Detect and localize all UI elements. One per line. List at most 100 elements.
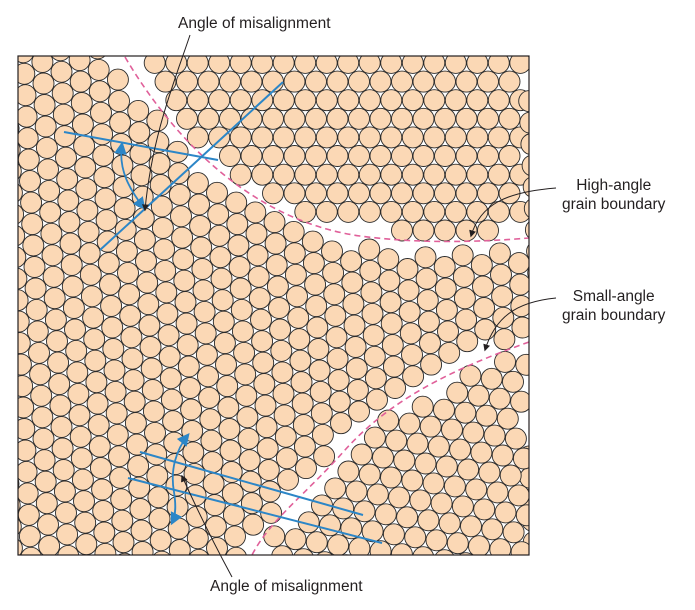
atom bbox=[477, 70, 499, 93]
atom bbox=[235, 384, 258, 407]
atom bbox=[230, 298, 253, 321]
atom bbox=[455, 145, 478, 167]
atom bbox=[488, 242, 511, 265]
atom bbox=[412, 182, 435, 205]
atom bbox=[378, 269, 401, 292]
atom bbox=[475, 404, 498, 427]
atom bbox=[219, 107, 241, 130]
atom bbox=[271, 545, 294, 555]
atom bbox=[491, 285, 514, 308]
bottom-misalignment-label: Angle of misalignment bbox=[210, 578, 363, 595]
atom bbox=[433, 398, 455, 421]
atom bbox=[99, 273, 121, 296]
atom bbox=[361, 302, 384, 325]
atom bbox=[519, 466, 529, 489]
atom bbox=[474, 318, 497, 341]
atom bbox=[294, 56, 317, 74]
atom bbox=[528, 290, 529, 299]
atom bbox=[477, 145, 499, 167]
atom bbox=[398, 300, 421, 323]
atom bbox=[295, 457, 317, 480]
atom bbox=[420, 353, 443, 376]
atom bbox=[510, 541, 529, 555]
small-angle-boundary-line bbox=[251, 341, 529, 555]
atom bbox=[165, 89, 188, 112]
atom bbox=[273, 404, 296, 427]
atom bbox=[398, 412, 421, 435]
atom bbox=[18, 246, 27, 268]
atom bbox=[227, 234, 250, 257]
atom bbox=[120, 326, 143, 349]
atom bbox=[219, 70, 241, 93]
atom bbox=[502, 370, 524, 393]
atom bbox=[393, 449, 416, 472]
atom bbox=[363, 345, 386, 368]
atom bbox=[363, 426, 386, 449]
atom bbox=[149, 174, 172, 196]
atom bbox=[33, 94, 56, 116]
atom bbox=[313, 445, 336, 468]
atom bbox=[240, 70, 263, 93]
atom bbox=[455, 70, 478, 93]
atom bbox=[438, 341, 461, 364]
atom bbox=[118, 283, 141, 306]
atom bbox=[530, 305, 551, 326]
top-misalignment-label: Angle of misalignment bbox=[178, 15, 331, 32]
atom bbox=[247, 265, 270, 288]
atom bbox=[119, 304, 142, 327]
atom bbox=[18, 482, 39, 505]
atom bbox=[451, 244, 474, 267]
atom bbox=[208, 56, 231, 74]
atom bbox=[127, 99, 150, 122]
atom bbox=[289, 349, 312, 372]
atom bbox=[93, 521, 116, 544]
atom bbox=[348, 145, 370, 167]
atom bbox=[282, 220, 305, 243]
atom bbox=[92, 144, 115, 167]
atom bbox=[434, 182, 456, 205]
atom bbox=[358, 89, 381, 112]
atom bbox=[101, 316, 124, 339]
atom bbox=[434, 277, 457, 300]
atom bbox=[47, 351, 70, 374]
atom bbox=[79, 263, 102, 286]
high-angle-boundary-label: High-angle grain boundary bbox=[562, 176, 665, 214]
atom bbox=[86, 392, 109, 415]
atom bbox=[42, 265, 65, 288]
atom bbox=[67, 382, 90, 405]
atom bbox=[162, 410, 185, 433]
atom bbox=[444, 126, 467, 149]
atom bbox=[434, 549, 455, 555]
atom bbox=[31, 56, 54, 73]
atom bbox=[215, 353, 237, 376]
atom bbox=[391, 70, 413, 93]
atom bbox=[322, 261, 345, 284]
atom bbox=[26, 320, 49, 343]
atom bbox=[240, 145, 263, 167]
atom bbox=[369, 182, 392, 205]
atom bbox=[460, 515, 482, 538]
atom bbox=[138, 314, 161, 337]
atom bbox=[18, 439, 37, 462]
atom bbox=[423, 200, 446, 223]
atom bbox=[380, 89, 403, 112]
atom bbox=[467, 384, 490, 407]
atom bbox=[441, 418, 463, 441]
atom bbox=[348, 107, 370, 130]
atom bbox=[46, 330, 68, 353]
atom bbox=[139, 336, 162, 358]
atom bbox=[250, 308, 272, 331]
atom bbox=[256, 437, 279, 460]
atom bbox=[158, 345, 181, 368]
atom bbox=[18, 503, 40, 526]
atom bbox=[219, 145, 241, 167]
atom bbox=[185, 505, 208, 528]
atom bbox=[24, 277, 47, 300]
atom bbox=[18, 142, 21, 158]
atom bbox=[56, 523, 79, 546]
atom bbox=[487, 126, 510, 149]
atom bbox=[89, 457, 112, 479]
atom bbox=[337, 89, 360, 112]
atom bbox=[444, 200, 467, 223]
atom bbox=[186, 56, 209, 74]
